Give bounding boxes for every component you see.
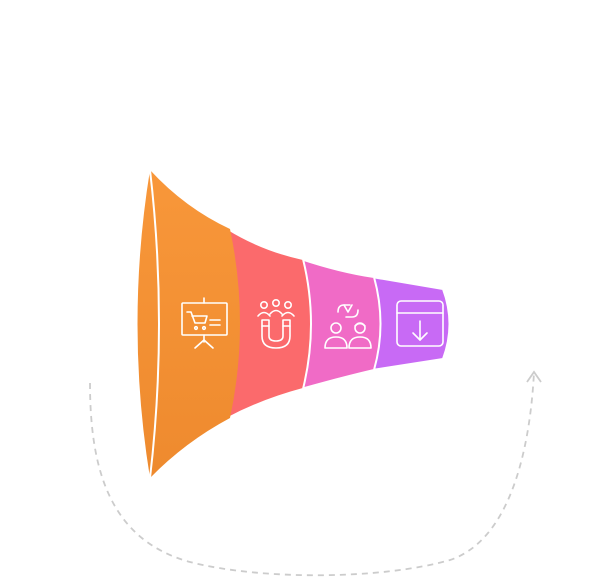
store-presentation-icon [181,297,228,349]
magnet-people-icon [257,298,295,349]
loop-arrow [89,371,535,577]
funnel-rim [149,169,160,479]
funnel-stage-1 [137,170,240,478]
funnel-stage-3 [299,257,382,391]
handshake-people-icon [324,304,372,349]
loop-arrowhead [526,370,542,383]
funnel-stage-4 [370,275,451,372]
download-window-icon [396,300,444,347]
